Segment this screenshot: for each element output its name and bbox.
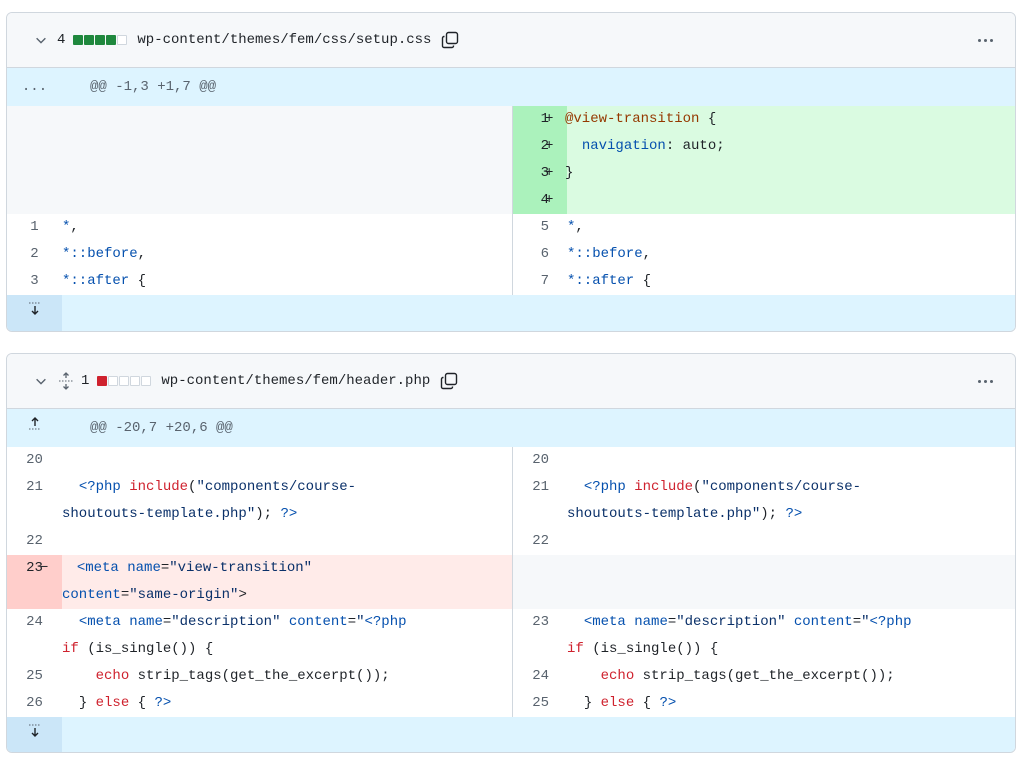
expand-down-row bbox=[7, 295, 1015, 331]
expand-up-icon[interactable] bbox=[7, 409, 62, 447]
expand-hunk-button[interactable]: ... bbox=[7, 68, 62, 106]
diff-table: ... @@ -1,3 +1,7 @@ 1 +@view-transition … bbox=[7, 68, 1015, 331]
diff-file-header-php: 1 wp-content/themes/fem/header.php @@ -2… bbox=[6, 353, 1016, 753]
line-number[interactable]: 7 bbox=[540, 273, 549, 289]
code-line: − <meta name="view-transition"content="s… bbox=[40, 555, 513, 609]
code-line: *::after { bbox=[62, 268, 513, 295]
line-number[interactable]: 6 bbox=[540, 246, 549, 262]
diffstat-blocks bbox=[73, 35, 128, 45]
code-line: *::before, bbox=[62, 241, 513, 268]
hunk-header: @@ -1,3 +1,7 @@ bbox=[62, 68, 1015, 106]
file-path[interactable]: wp-content/themes/fem/css/setup.css bbox=[137, 32, 432, 48]
change-count: 4 bbox=[57, 32, 66, 48]
diffstat-neutral-block bbox=[117, 35, 128, 45]
more-options-icon[interactable] bbox=[973, 30, 997, 50]
expand-all-icon[interactable] bbox=[57, 372, 75, 390]
line-number[interactable]: 20 bbox=[532, 452, 549, 468]
file-header: 1 wp-content/themes/fem/header.php bbox=[7, 354, 1015, 409]
line-number[interactable]: 23 bbox=[532, 614, 549, 630]
line-number[interactable]: 2 bbox=[512, 133, 567, 160]
code-line: *, bbox=[62, 214, 513, 241]
context-line-row: 21 <?php include("components/course-shou… bbox=[7, 474, 1015, 528]
line-number[interactable]: 24 bbox=[532, 668, 549, 684]
line-number[interactable]: 26 bbox=[26, 695, 43, 711]
deleted-line-row: 23 − <meta name="view-transition"content… bbox=[7, 555, 1015, 609]
diffstat-added-block bbox=[95, 35, 106, 45]
context-line-row: 2 *::before, 6 *::before, bbox=[7, 241, 1015, 268]
more-options-icon[interactable] bbox=[973, 371, 997, 391]
code-line: + navigation: auto; bbox=[545, 133, 1015, 160]
context-line-row: 26 } else { ?> 25 } else { ?> bbox=[7, 690, 1015, 717]
code-line: } else { ?> bbox=[62, 690, 513, 717]
line-number[interactable]: 21 bbox=[26, 479, 43, 495]
code-line: } else { ?> bbox=[567, 695, 677, 711]
diffstat-blocks bbox=[97, 376, 152, 386]
code-line: echo strip_tags(get_the_excerpt()); bbox=[600, 668, 895, 684]
code-line: + bbox=[545, 187, 1015, 214]
code-line: *::before, bbox=[567, 246, 652, 262]
code-line: *::after { bbox=[567, 273, 652, 289]
hunk-header: @@ -20,7 +20,6 @@ bbox=[62, 409, 1015, 447]
line-number[interactable]: 23 bbox=[7, 555, 62, 609]
code-line: +} bbox=[545, 160, 1015, 187]
diffstat-neutral-block bbox=[141, 376, 152, 386]
line-number[interactable]: 22 bbox=[26, 533, 43, 549]
context-line-row: 25 echo strip_tags(get_the_excerpt()); 2… bbox=[7, 663, 1015, 690]
line-number[interactable]: 25 bbox=[532, 695, 549, 711]
diffstat-added-block bbox=[106, 35, 117, 45]
code-line: echo strip_tags(get_the_excerpt()); bbox=[62, 663, 513, 690]
added-line-row: 2 + navigation: auto; bbox=[7, 133, 1015, 160]
diff-table: @@ -20,7 +20,6 @@ 20 20 21 <?php include… bbox=[7, 409, 1015, 752]
line-number[interactable]: 5 bbox=[540, 219, 549, 235]
file-header: 4 wp-content/themes/fem/css/setup.css bbox=[7, 13, 1015, 68]
line-number[interactable]: 24 bbox=[26, 614, 43, 630]
line-number[interactable]: 21 bbox=[532, 479, 549, 495]
code-line: *, bbox=[567, 219, 584, 235]
context-line-row: 24 <meta name="description" content="<?p… bbox=[7, 609, 1015, 663]
code-line: <?php include("components/course-shoutou… bbox=[62, 474, 513, 528]
line-number[interactable]: 4 bbox=[512, 187, 567, 214]
diffstat-neutral-block bbox=[108, 376, 119, 386]
hunk-header-row: @@ -20,7 +20,6 @@ bbox=[7, 409, 1015, 447]
context-line-row: 20 20 bbox=[7, 447, 1015, 474]
copy-icon[interactable] bbox=[439, 29, 461, 51]
diffstat-neutral-block bbox=[119, 376, 130, 386]
context-line-row: 1 *, 5 *, bbox=[7, 214, 1015, 241]
change-count: 1 bbox=[81, 373, 90, 389]
line-number[interactable]: 2 bbox=[30, 246, 39, 262]
copy-icon[interactable] bbox=[438, 370, 460, 392]
file-path[interactable]: wp-content/themes/fem/header.php bbox=[161, 373, 431, 389]
hunk-header-row: ... @@ -1,3 +1,7 @@ bbox=[7, 68, 1015, 106]
chevron-down-icon[interactable] bbox=[33, 373, 49, 389]
expand-down-row bbox=[7, 717, 1015, 752]
line-number[interactable]: 22 bbox=[532, 533, 549, 549]
line-number[interactable]: 1 bbox=[30, 219, 39, 235]
added-line-row: 3 +} bbox=[7, 160, 1015, 187]
diffstat-added-block bbox=[84, 35, 95, 45]
added-line-row: 4 + bbox=[7, 187, 1015, 214]
context-line-row: 3 *::after { 7 *::after { bbox=[7, 268, 1015, 295]
line-number[interactable]: 25 bbox=[26, 668, 43, 684]
added-line-row: 1 +@view-transition { bbox=[7, 106, 1015, 133]
diffstat-neutral-block bbox=[130, 376, 141, 386]
line-number[interactable]: 3 bbox=[512, 160, 567, 187]
diff-file-setup-css: 4 wp-content/themes/fem/css/setup.css ..… bbox=[6, 12, 1016, 332]
diffstat-added-block bbox=[73, 35, 84, 45]
expand-down-icon[interactable] bbox=[7, 295, 62, 331]
code-line: <?php include("components/course-shoutou… bbox=[567, 479, 862, 522]
expand-down-icon[interactable] bbox=[7, 717, 62, 752]
line-number[interactable]: 20 bbox=[26, 452, 43, 468]
context-line-row: 22 22 bbox=[7, 528, 1015, 555]
code-line: +@view-transition { bbox=[545, 106, 1015, 133]
diffstat-deleted-block bbox=[97, 376, 108, 386]
chevron-down-icon[interactable] bbox=[33, 32, 49, 48]
line-number[interactable]: 1 bbox=[512, 106, 567, 133]
line-number[interactable]: 3 bbox=[30, 273, 39, 289]
